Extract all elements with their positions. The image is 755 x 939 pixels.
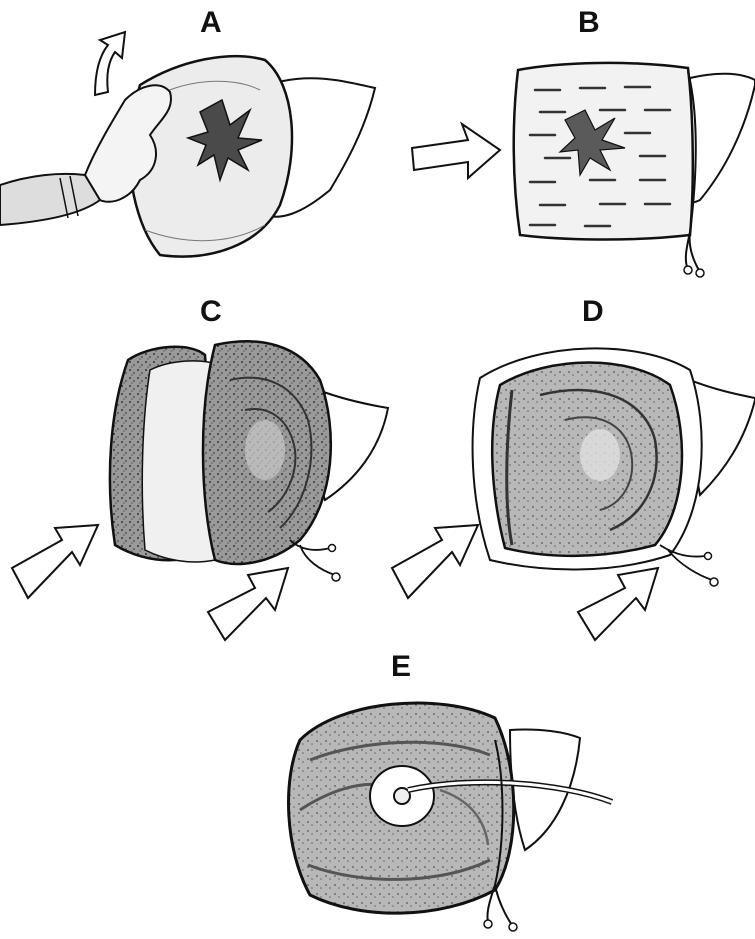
panel-label-e: E: [391, 652, 411, 682]
panel-b: [412, 63, 755, 277]
push-arrow-b: [412, 124, 500, 178]
rotate-arrow-a: [95, 32, 125, 95]
panel-d: [392, 348, 755, 640]
panel-label-a: A: [200, 8, 222, 38]
panel-label-d: D: [582, 297, 604, 327]
panel-e: [289, 703, 612, 931]
panel-a: [0, 32, 375, 257]
panel-label-b: B: [578, 8, 600, 38]
arm-a: [0, 174, 100, 225]
push-arrow-d-left: [392, 525, 478, 598]
push-arrow-c-left: [12, 525, 98, 598]
panel-c: [12, 341, 388, 640]
push-arrow-d-right: [578, 568, 658, 640]
push-arrow-c-right: [208, 568, 288, 640]
panel-label-c: C: [200, 297, 222, 327]
